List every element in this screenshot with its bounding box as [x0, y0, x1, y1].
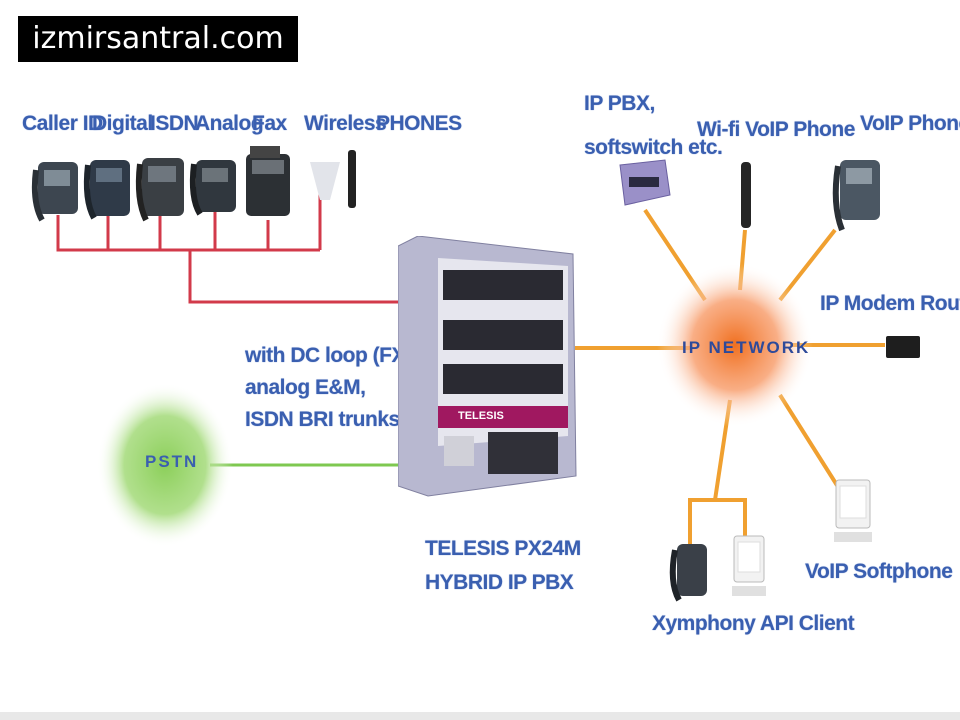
caller-id-label: Caller ID	[22, 112, 103, 135]
pbx-caption-line-2: HYBRID IP PBX	[425, 571, 574, 594]
ip-pbx-server-icon	[619, 159, 671, 206]
trunk-line-3: ISDN BRI trunks	[245, 408, 400, 431]
xymphony-phone-icon	[669, 544, 707, 602]
caller-id-phone-icon	[31, 162, 78, 222]
voip-phone-label: VoIP Phone	[860, 112, 960, 135]
modem-router-icon	[886, 336, 920, 358]
fax-label: Fax	[252, 112, 287, 135]
digital-phone-icon	[83, 160, 130, 220]
isdn-phone-icon	[135, 158, 184, 222]
wifi-phone-icon	[741, 162, 751, 228]
pstn-label: PSTN	[145, 452, 199, 471]
ip-network-cloud-icon	[657, 263, 813, 427]
softphone-label: VoIP Softphone	[805, 560, 953, 583]
trunk-description: with DC loop (FXO), analog E&M, ISDN BRI…	[245, 340, 433, 436]
modem-router-label: IP Modem Router	[820, 292, 960, 315]
ip-pbx-line-2: softswitch etc.	[584, 136, 723, 159]
analog-label: Analog	[195, 112, 264, 135]
wifi-phone-label: Wi-fi VoIP Phone	[697, 118, 855, 141]
digital-label: Digital	[92, 112, 153, 135]
softphone-device-icon	[834, 479, 872, 542]
xymphony-client-icon	[732, 535, 766, 596]
isdn-label: ISDN	[150, 112, 199, 135]
trunk-line-1: with DC loop (FXO),	[245, 344, 433, 367]
wireless-phone-icon	[310, 150, 356, 208]
voip-phone-icon	[832, 160, 880, 232]
pbx-caption: TELESIS PX24M HYBRID IP PBX	[425, 532, 581, 600]
pbx-badge: TELESIS	[458, 410, 504, 422]
pstn-cloud-icon	[97, 383, 233, 547]
phones-label: PHONES	[376, 112, 462, 135]
pbx-caption-line-1: TELESIS PX24M	[425, 537, 581, 560]
analog-phone-icon	[189, 160, 236, 216]
site-watermark: izmirsantral.com	[18, 16, 298, 62]
ip-network-label: IP NETWORK	[682, 338, 811, 357]
pbx-chassis-icon	[398, 236, 577, 497]
xymphony-label: Xymphony API Client	[652, 612, 855, 635]
ip-pbx-label: IP PBX, softswitch etc.	[584, 82, 723, 170]
desk-phones-group	[31, 146, 356, 222]
wireless-label: Wireless	[304, 112, 387, 135]
bottom-border	[0, 712, 960, 720]
ip-pbx-line-1: IP PBX,	[584, 92, 655, 115]
fax-icon	[246, 146, 290, 216]
trunk-line-2: analog E&M,	[245, 376, 366, 399]
